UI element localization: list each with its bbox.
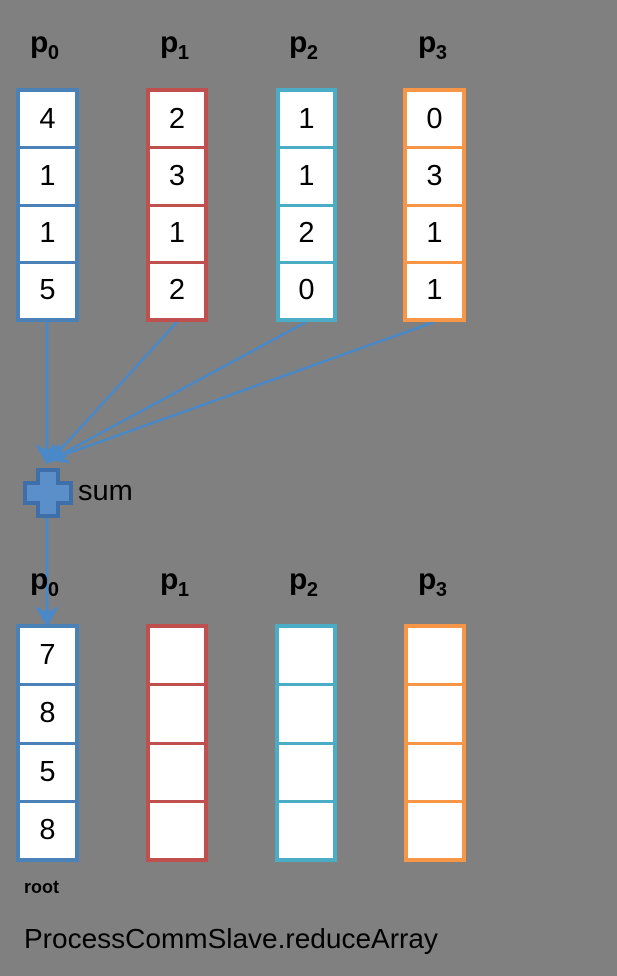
bottom-array-p0-cell-2[interactable]: 5 — [20, 741, 75, 800]
bottom-array-p1-cell-1[interactable] — [150, 683, 204, 742]
top-array-p1-cell-2[interactable]: 1 — [150, 203, 204, 261]
top-array-p0-cell-2[interactable]: 1 — [20, 203, 75, 261]
bottom-label-p0-prefix: p — [30, 563, 48, 596]
bottom-array-p2-cell-2[interactable] — [279, 741, 333, 800]
top-array-p2-cell-0[interactable]: 1 — [280, 92, 333, 147]
bottom-array-p2[interactable] — [275, 624, 337, 862]
top-label-p2-sub: 2 — [306, 42, 318, 64]
bottom-array-p2-cell-1[interactable] — [279, 683, 333, 742]
bottom-array-p0[interactable]: 7 8 5 8 — [16, 624, 79, 862]
bottom-label-p2: p2 — [289, 563, 318, 601]
diagram-caption: ProcessCommSlave.reduceArray — [24, 923, 438, 954]
bottom-array-p0-cell-3[interactable]: 8 — [20, 799, 75, 858]
arrow-p3-to-sum — [49, 320, 435, 464]
bottom-array-p3-cell-2[interactable] — [408, 741, 462, 800]
top-label-p1-sub: 1 — [177, 42, 189, 64]
top-label-p0-sub: 0 — [47, 42, 59, 64]
top-label-p3-sub: 3 — [435, 42, 447, 64]
bottom-label-p0: p0 — [30, 563, 59, 601]
top-array-p2-cell-2[interactable]: 2 — [280, 203, 333, 261]
bottom-array-p1-cell-3[interactable] — [150, 799, 204, 858]
arrow-p2-to-sum — [48, 320, 307, 462]
top-array-p0-cell-3[interactable]: 5 — [20, 260, 75, 318]
bottom-array-p3[interactable] — [404, 624, 466, 862]
bottom-label-p3-prefix: p — [418, 563, 436, 596]
bottom-array-p3-cell-3[interactable] — [408, 799, 462, 858]
top-label-p0: p0 — [30, 26, 59, 64]
top-array-p0-cell-1[interactable]: 1 — [20, 146, 75, 204]
top-array-p1[interactable]: 2 3 1 2 — [146, 88, 208, 322]
top-array-p2-cell-3[interactable]: 0 — [280, 260, 333, 318]
bottom-array-p0-cell-0[interactable]: 7 — [20, 628, 75, 684]
bottom-array-p0-cell-1[interactable]: 8 — [20, 683, 75, 742]
bottom-label-p1-prefix: p — [160, 563, 178, 596]
top-label-p3: p3 — [418, 26, 447, 64]
top-array-p2[interactable]: 1 1 2 0 — [276, 88, 337, 322]
bottom-array-p2-cell-3[interactable] — [279, 799, 333, 858]
bottom-label-p1-sub: 1 — [177, 579, 189, 601]
top-label-p1: p1 — [160, 26, 189, 64]
bottom-label-p2-sub: 2 — [306, 579, 318, 601]
bottom-label-p3: p3 — [418, 563, 447, 601]
top-array-p3-cell-3[interactable]: 1 — [407, 260, 462, 318]
root-label: root — [24, 877, 59, 897]
top-label-p2-prefix: p — [289, 26, 307, 59]
bottom-array-p3-cell-0[interactable] — [408, 628, 462, 684]
top-array-p3[interactable]: 0 3 1 1 — [403, 88, 466, 322]
bottom-label-p3-sub: 3 — [435, 579, 447, 601]
top-array-p3-cell-2[interactable]: 1 — [407, 203, 462, 261]
top-array-p1-cell-3[interactable]: 2 — [150, 260, 204, 318]
top-array-p1-cell-0[interactable]: 2 — [150, 92, 204, 147]
top-label-p0-prefix: p — [30, 26, 48, 59]
bottom-array-p1-cell-2[interactable] — [150, 741, 204, 800]
bottom-array-p3-cell-1[interactable] — [408, 683, 462, 742]
arrow-p1-to-sum — [48, 321, 178, 463]
top-array-p0-cell-0[interactable]: 4 — [20, 92, 75, 147]
sum-label: sum — [78, 475, 133, 507]
top-array-p3-cell-0[interactable]: 0 — [407, 92, 462, 147]
top-label-p2: p2 — [289, 26, 318, 64]
top-array-p2-cell-1[interactable]: 1 — [280, 146, 333, 204]
bottom-array-p1[interactable] — [146, 624, 208, 862]
bottom-array-p1-cell-0[interactable] — [150, 628, 204, 684]
bottom-label-p0-sub: 0 — [47, 579, 59, 601]
bottom-array-p2-cell-0[interactable] — [279, 628, 333, 684]
top-label-p1-prefix: p — [160, 26, 178, 59]
top-label-p3-prefix: p — [418, 26, 436, 59]
bottom-label-p1: p1 — [160, 563, 189, 601]
top-array-p0[interactable]: 4 1 1 5 — [16, 88, 79, 322]
plus-icon — [23, 468, 73, 518]
bottom-label-p2-prefix: p — [289, 563, 307, 596]
top-array-p1-cell-1[interactable]: 3 — [150, 146, 204, 204]
top-array-p3-cell-1[interactable]: 3 — [407, 146, 462, 204]
